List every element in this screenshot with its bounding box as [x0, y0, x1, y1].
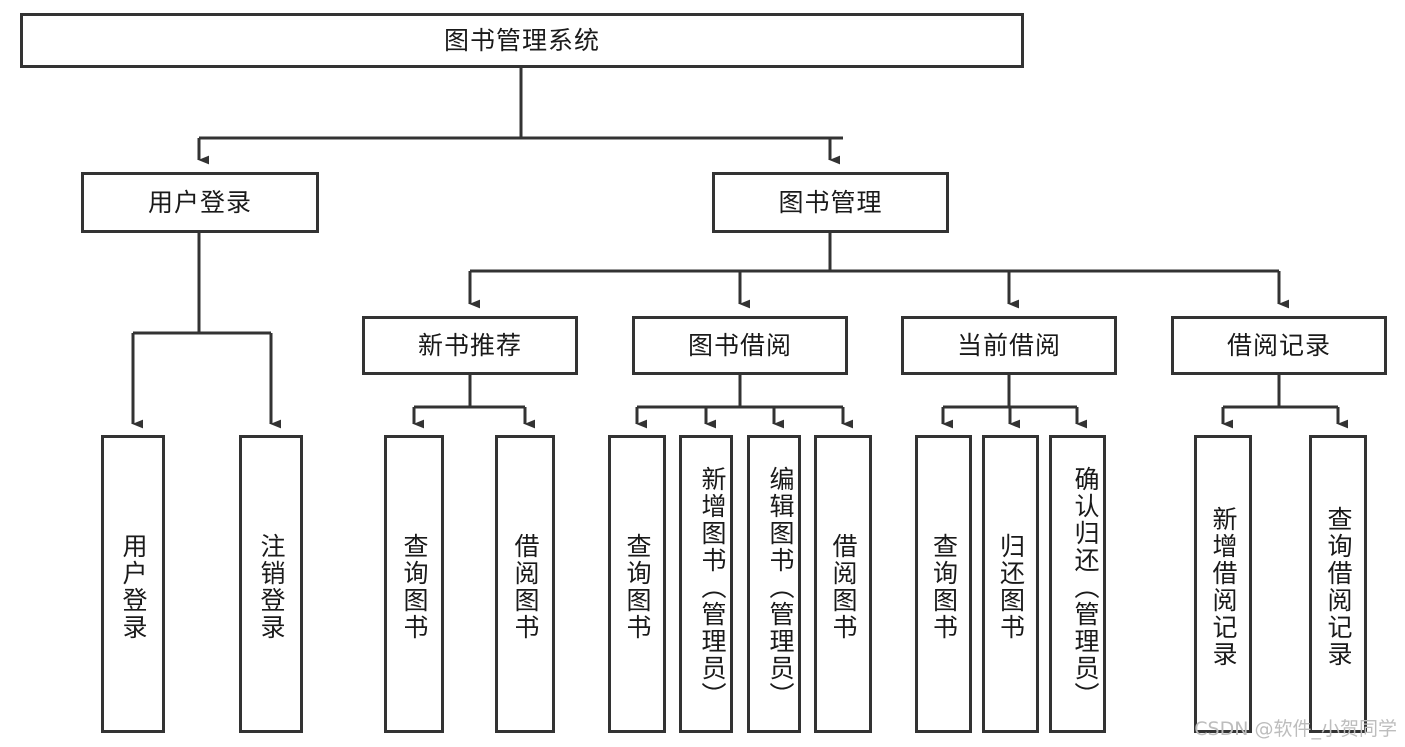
node-new-book-recommend-label: 新书推荐: [417, 330, 522, 360]
node-new-book-recommend[interactable]: 新书推荐: [362, 316, 578, 375]
node-book-borrow[interactable]: 图书借阅: [632, 316, 848, 375]
node-leaf-user-logout[interactable]: 注销登录: [239, 435, 303, 733]
node-leaf-return-book[interactable]: 归还图书: [982, 435, 1039, 733]
node-leaf-return-book-label: 归还图书: [996, 533, 1026, 641]
node-leaf-borrow-book-1[interactable]: 借阅图书: [495, 435, 555, 733]
node-leaf-edit-book[interactable]: 编辑图书（管理员）: [747, 435, 801, 733]
node-leaf-query-book-3-label: 查询图书: [929, 533, 959, 641]
node-root-label: 图书管理系统: [443, 25, 600, 55]
node-leaf-user-login-label: 用户登录: [119, 533, 148, 641]
node-leaf-edit-book-label: 编辑图书（管理员）: [766, 465, 795, 709]
node-leaf-query-book-2[interactable]: 查询图书: [608, 435, 666, 733]
node-leaf-add-record-label: 新增借阅记录: [1209, 506, 1238, 668]
node-leaf-query-book-1-label: 查询图书: [400, 533, 429, 641]
node-leaf-query-book-3[interactable]: 查询图书: [915, 435, 972, 733]
node-leaf-add-book[interactable]: 新增图书（管理员）: [679, 435, 733, 733]
node-leaf-borrow-book-2-label: 借阅图书: [829, 533, 858, 641]
node-leaf-user-login[interactable]: 用户登录: [101, 435, 165, 733]
node-leaf-add-record[interactable]: 新增借阅记录: [1194, 435, 1252, 733]
node-current-borrow[interactable]: 当前借阅: [901, 316, 1117, 375]
node-leaf-confirm-return[interactable]: 确认归还（管理员）: [1049, 435, 1106, 733]
node-leaf-borrow-book-1-label: 借阅图书: [511, 533, 540, 641]
node-leaf-query-record-label: 查询借阅记录: [1324, 506, 1353, 668]
node-leaf-query-book-1[interactable]: 查询图书: [384, 435, 444, 733]
node-leaf-add-book-label: 新增图书（管理员）: [698, 465, 727, 709]
node-root[interactable]: 图书管理系统: [20, 13, 1024, 68]
node-leaf-confirm-return-label: 确认归还（管理员）: [1071, 465, 1100, 709]
node-leaf-query-record[interactable]: 查询借阅记录: [1309, 435, 1367, 733]
node-borrow-record[interactable]: 借阅记录: [1171, 316, 1387, 375]
node-leaf-query-book-2-label: 查询图书: [623, 533, 652, 641]
node-current-borrow-label: 当前借阅: [956, 330, 1061, 360]
csdn-watermark: CSDN @软件_小贺同学: [1194, 718, 1397, 740]
node-book-manage[interactable]: 图书管理: [712, 172, 949, 233]
node-user-login[interactable]: 用户登录: [81, 172, 319, 233]
node-user-login-label: 用户登录: [147, 187, 252, 217]
node-borrow-record-label: 借阅记录: [1226, 330, 1331, 360]
node-leaf-user-logout-label: 注销登录: [257, 533, 286, 641]
node-leaf-borrow-book-2[interactable]: 借阅图书: [814, 435, 872, 733]
node-book-borrow-label: 图书借阅: [687, 330, 792, 360]
node-book-manage-label: 图书管理: [778, 187, 883, 217]
